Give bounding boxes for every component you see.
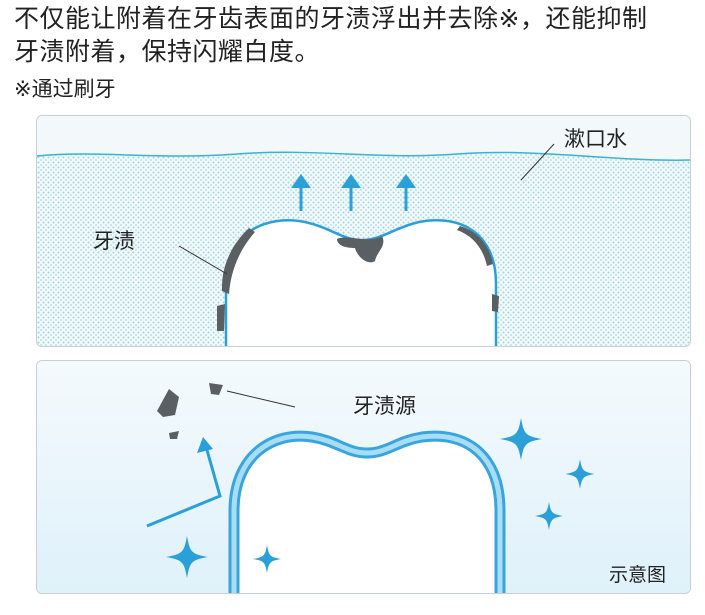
mouthwash-surface-line	[37, 151, 690, 161]
mouthwash-diagram: 漱口水 牙渍	[37, 116, 690, 346]
float-arrows	[291, 174, 416, 211]
arrow-up-icon	[341, 174, 361, 211]
deflect-arrow	[146, 437, 222, 528]
arrow-up-icon	[291, 174, 311, 211]
diagram-note: 示意图	[609, 564, 666, 586]
intro-text: 不仅能让附着在牙齿表面的牙渍浮出并去除※，还能抑制 牙渍附着，保持闪耀白度。	[14, 2, 704, 68]
intro-line-1: 不仅能让附着在牙齿表面的牙渍浮出并去除※，还能抑制	[14, 4, 648, 33]
stain-source-label: 牙渍源	[353, 394, 416, 418]
stain-particles	[157, 383, 223, 439]
arrow-up-icon	[396, 174, 416, 211]
stains	[217, 226, 499, 331]
prevention-panel: 牙渍源 示意图	[36, 360, 691, 594]
mouthwash-label: 漱口水	[564, 127, 627, 151]
intro-line-2: 牙渍附着，保持闪耀白度。	[14, 37, 321, 66]
stain-label: 牙渍	[93, 229, 135, 253]
prevention-diagram: 牙渍源 示意图	[37, 361, 690, 593]
tooth	[228, 430, 506, 593]
footnote: ※通过刷牙	[14, 77, 116, 101]
mouthwash-panel: 漱口水 牙渍	[36, 115, 691, 347]
